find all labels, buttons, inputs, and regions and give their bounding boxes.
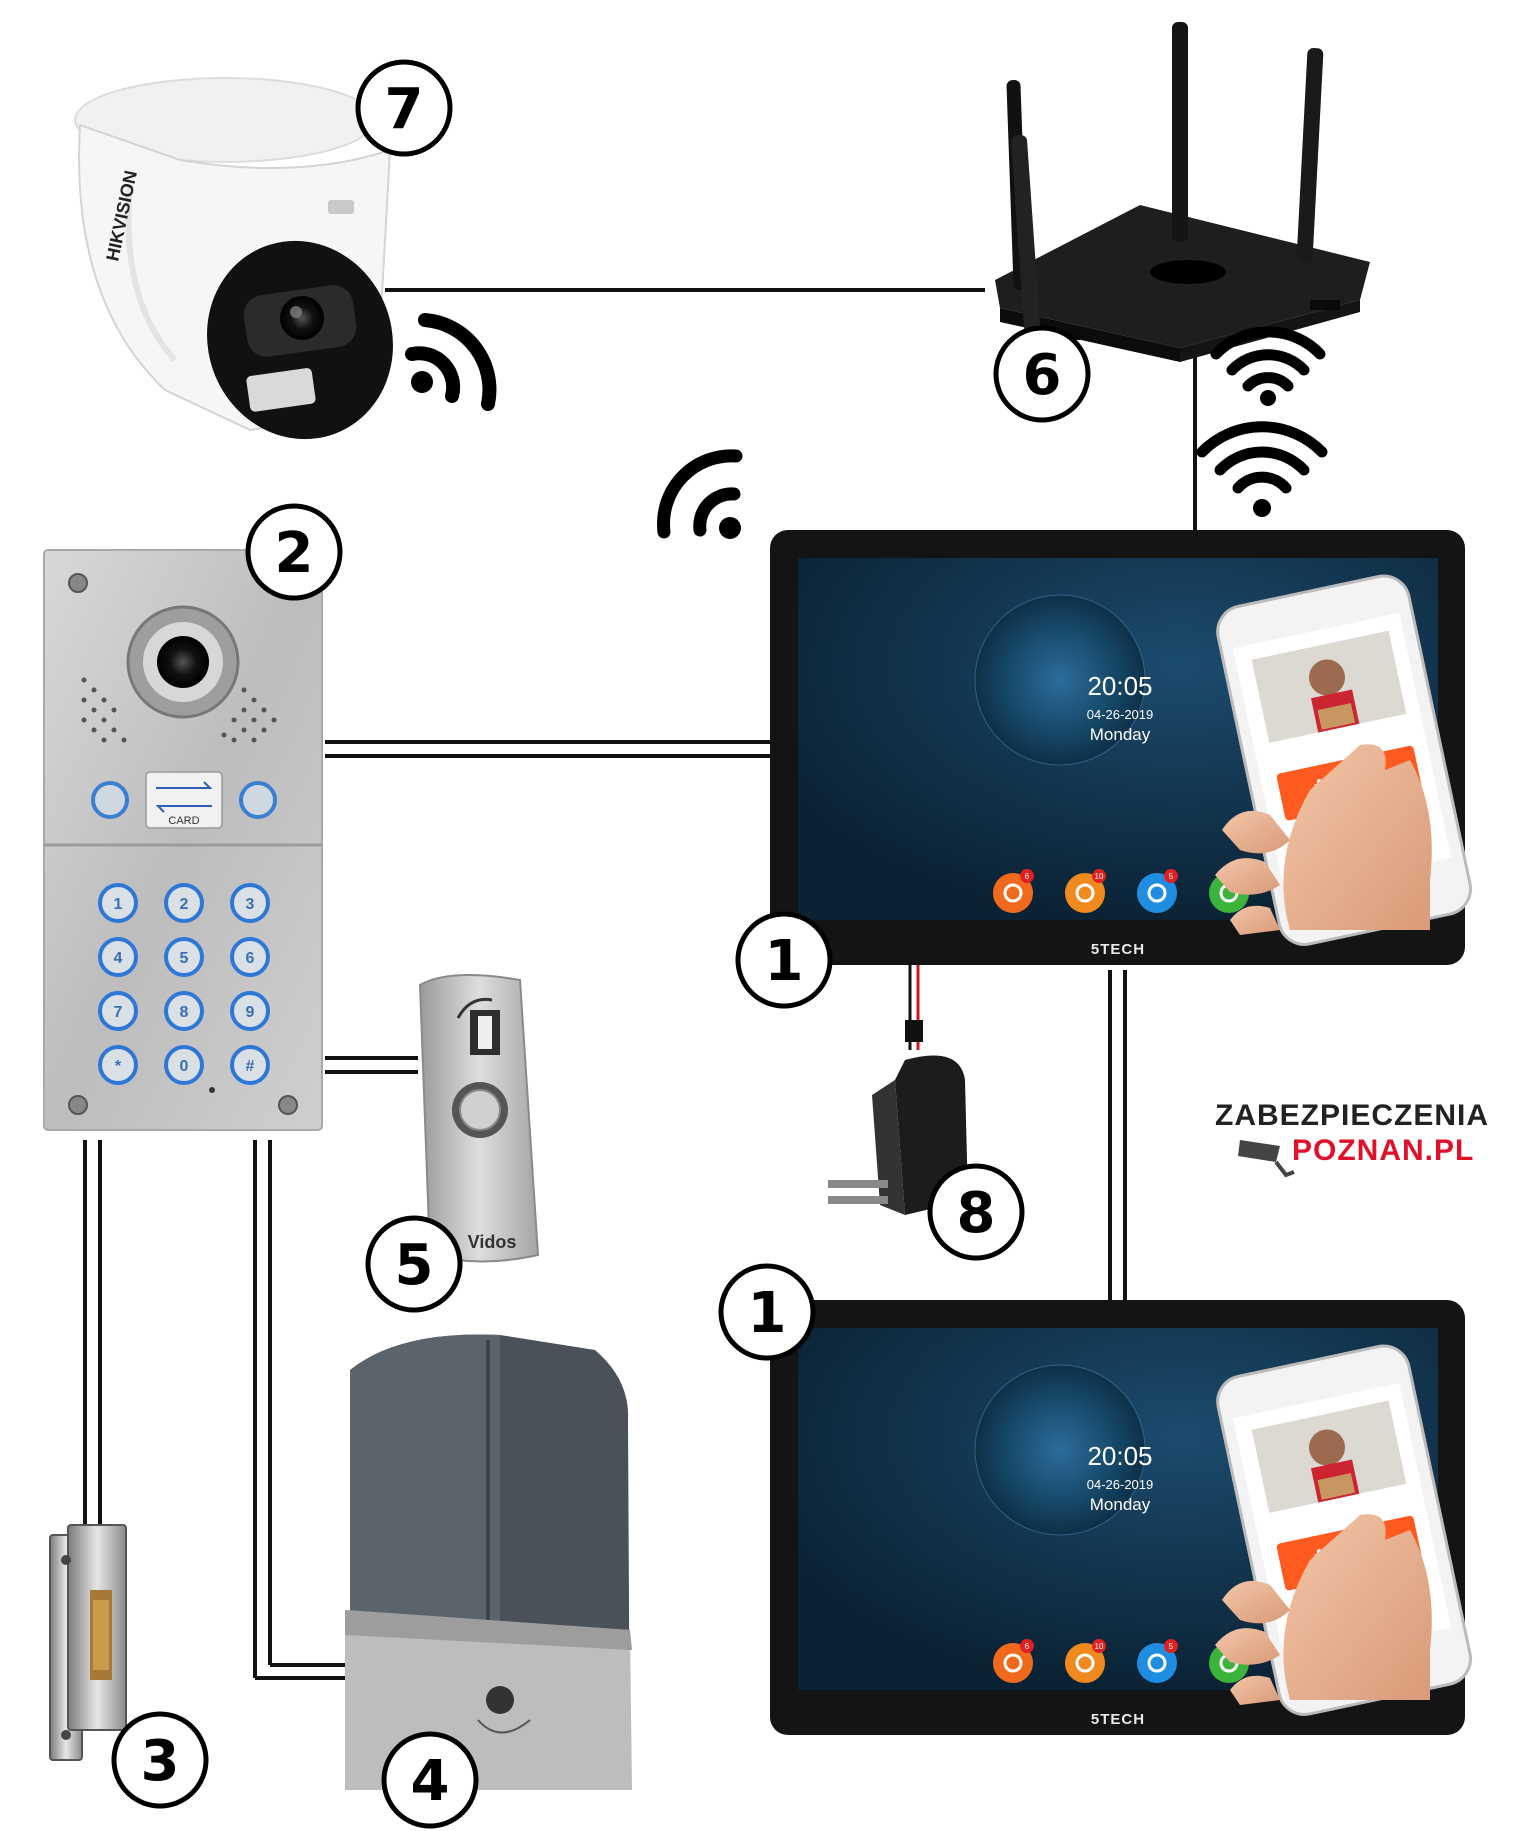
keypad-key: 7 (98, 991, 138, 1031)
label-1-top: 1 (735, 911, 833, 1009)
keypad: 1 2 3 4 5 6 7 8 9 * 0 # (98, 883, 270, 1085)
keypad-key-label: 1 (114, 896, 123, 913)
label-1-bottom: 1 (718, 1263, 816, 1361)
label-5: 5 (365, 1215, 463, 1313)
exit-button: Vidos (418, 974, 540, 1263)
message-icon: 10 (1065, 869, 1106, 913)
svg-text:8: 8 (957, 1181, 996, 1246)
keypad-key-label: 8 (180, 1004, 189, 1021)
svg-text:4: 4 (411, 1749, 450, 1814)
keypad-key-label: 0 (180, 1058, 189, 1075)
keypad-key-label: # (246, 1058, 255, 1075)
message-icon: 10 (1065, 1639, 1106, 1683)
keypad-key-label: 6 (246, 950, 255, 967)
icon-badge: 6 (1025, 1642, 1030, 1651)
svg-text:5: 5 (395, 1233, 434, 1298)
keypad-key-label: 3 (246, 896, 255, 913)
wifi-icon (657, 449, 743, 539)
label-3: 3 (111, 1711, 209, 1809)
motion-icon: 5 (1137, 1639, 1178, 1683)
globe-graphic (975, 595, 1145, 765)
keypad-key-label: 2 (180, 896, 189, 913)
keypad-key: 8 (164, 991, 204, 1031)
monitor-brand: 5TECH (1091, 1711, 1145, 1728)
keypad-key: 0 (164, 1045, 204, 1085)
keypad-key-label: 5 (180, 950, 189, 967)
card-label: CARD (168, 815, 199, 827)
clock-date: 04-26-2019 (1087, 707, 1154, 722)
hand (1283, 1514, 1432, 1700)
keypad-key-label: 4 (114, 950, 123, 967)
keypad-key: * (98, 1045, 138, 1085)
door-station: CARD 1 2 3 4 5 6 7 8 9 * 0 # (43, 549, 323, 1131)
keypad-key: 3 (230, 883, 270, 923)
icon-badge: 5 (1169, 872, 1174, 881)
label-8: 8 (927, 1163, 1025, 1261)
keypad-key-label: 7 (114, 1004, 123, 1021)
svg-text:6: 6 (1023, 343, 1062, 408)
label-6: 6 (993, 325, 1091, 423)
motion-icon: 5 (1137, 869, 1178, 913)
keypad-key-label: * (115, 1058, 122, 1075)
gate-motor (345, 1334, 632, 1790)
wireless-signal-icon (405, 313, 497, 411)
svg-text:3: 3 (141, 1729, 180, 1794)
clock-weekday: Monday (1090, 725, 1151, 744)
keypad-key: 9 (230, 991, 270, 1031)
icon-badge: 5 (1169, 1642, 1174, 1651)
keypad-key: 6 (230, 937, 270, 977)
keypad-key: 1 (98, 883, 138, 923)
ip-camera: HIKVISION (74, 77, 393, 440)
logo-line2: POZNAN.PL (1292, 1134, 1474, 1167)
svg-text:1: 1 (748, 1281, 787, 1346)
electric-strike (49, 1524, 127, 1761)
clock-time: 20:05 (1087, 671, 1152, 701)
clock-date: 04-26-2019 (1087, 1477, 1154, 1492)
hand (1283, 744, 1432, 930)
globe-graphic (975, 1365, 1145, 1535)
svg-text:2: 2 (275, 521, 314, 586)
call-icon: 6 (993, 869, 1034, 913)
call-icon: 6 (993, 1639, 1034, 1683)
camera-logo-icon (1238, 1140, 1295, 1178)
icon-badge: 6 (1025, 872, 1030, 881)
icon-badge: 10 (1095, 1642, 1104, 1651)
svg-text:7: 7 (385, 77, 424, 142)
clock-weekday: Monday (1090, 1495, 1151, 1514)
power-cable (905, 965, 923, 1050)
keypad-key: 2 (164, 883, 204, 923)
wifi-icon (1210, 326, 1326, 406)
call-button-left (91, 781, 129, 819)
exit-brand: Vidos (468, 1232, 517, 1252)
label-2: 2 (245, 503, 343, 601)
svg-text:1: 1 (765, 929, 804, 994)
logo-line1: ZABEZPIECZENIA (1215, 1099, 1489, 1132)
router (995, 22, 1370, 362)
icon-badge: 10 (1095, 872, 1104, 881)
company-logo: ZABEZPIECZENIA POZNAN.PL (1215, 1099, 1489, 1178)
monitor-brand: 5TECH (1091, 941, 1145, 958)
keypad-key: # (230, 1045, 270, 1085)
label-7: 7 (355, 59, 453, 157)
wiring (83, 288, 1197, 1680)
keypad-key-label: 9 (246, 1004, 255, 1021)
clock-time: 20:05 (1087, 1441, 1152, 1471)
wifi-icon (1196, 421, 1328, 517)
keypad-key: 4 (98, 937, 138, 977)
call-button-right (239, 781, 277, 819)
label-4: 4 (381, 1731, 479, 1829)
keypad-key: 5 (164, 937, 204, 977)
